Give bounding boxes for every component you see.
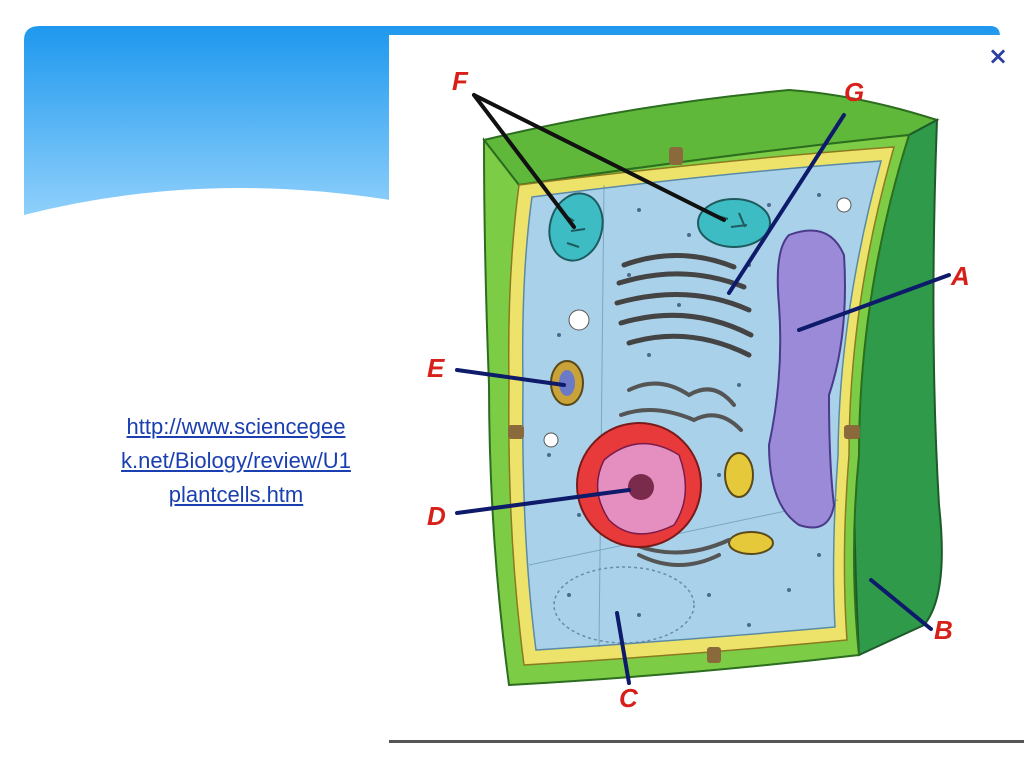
image-viewer-bottom-border bbox=[389, 740, 1024, 743]
golgi-apparatus bbox=[614, 252, 754, 358]
leader-lines bbox=[455, 93, 951, 685]
leader-line-d bbox=[455, 488, 631, 515]
plasmodesma bbox=[844, 425, 860, 439]
plasmodesma bbox=[669, 147, 683, 165]
central-vacuole bbox=[767, 229, 846, 529]
leader-line-c bbox=[615, 611, 631, 685]
close-icon[interactable]: × bbox=[987, 42, 1009, 70]
label-f: F bbox=[452, 66, 469, 96]
label-b: B bbox=[934, 615, 953, 645]
vesicle bbox=[836, 197, 852, 213]
mitochondrion-inner bbox=[559, 370, 575, 396]
source-link[interactable]: http://www.sciencegee k.net/Biology/revi… bbox=[86, 410, 386, 512]
source-link-line-1[interactable]: http://www.sciencegee bbox=[126, 414, 346, 439]
label-d: D bbox=[427, 501, 446, 531]
mitochondrion bbox=[724, 452, 754, 498]
chloroplast-right bbox=[697, 198, 771, 248]
leader-line-b bbox=[869, 578, 933, 631]
source-link-line-3[interactable]: plantcells.htm bbox=[168, 482, 304, 507]
label-c: C bbox=[619, 683, 639, 713]
leader-line-f-right bbox=[472, 93, 726, 222]
leader-line-f-left bbox=[472, 93, 576, 229]
label-a: A bbox=[950, 261, 970, 291]
plasmodesma bbox=[707, 647, 721, 663]
leader-line-a bbox=[797, 273, 951, 332]
label-g: G bbox=[844, 77, 864, 107]
leader-line-e bbox=[455, 368, 566, 387]
endoplasmic-reticulum bbox=[619, 381, 743, 567]
mitochondrion bbox=[728, 531, 774, 555]
plant-cell-diagram: F G A E D C B bbox=[427, 66, 970, 713]
vesicle bbox=[568, 309, 590, 331]
leader-line-g bbox=[727, 113, 846, 295]
nucleolus bbox=[628, 474, 654, 500]
plasmodesma bbox=[508, 425, 524, 439]
label-e: E bbox=[427, 353, 445, 383]
source-link-line-2[interactable]: k.net/Biology/review/U1 bbox=[121, 448, 351, 473]
vesicle bbox=[543, 432, 559, 448]
